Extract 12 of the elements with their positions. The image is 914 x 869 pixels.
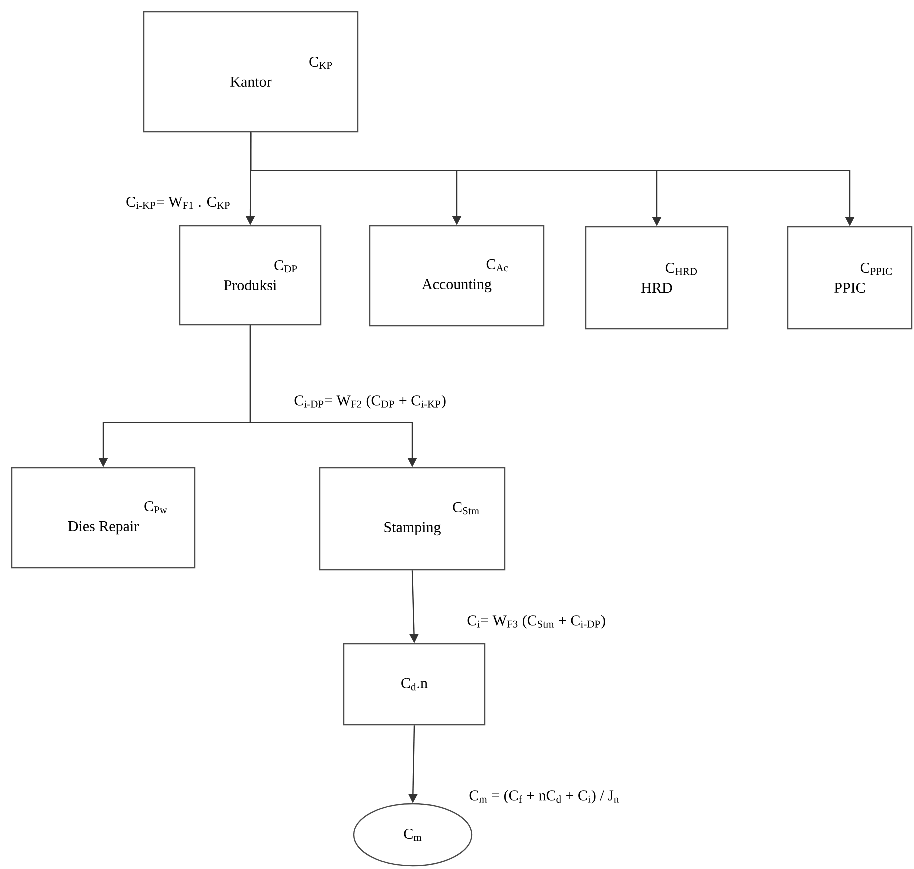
process-box: C$_{KP}$ Kantor [143,11,359,133]
edge-label: C$_{i}$= W$_{F3}$ (C$_{Stm}$ + C$_{i-DP}$) [466,614,608,630]
process-box: C$_{Stm}$ Stamping [319,467,506,571]
edge-label: C$_{i-DP}$= W$_{F2}$ (C$_{DP}$ + C$_{i-KP}$) [293,394,448,410]
process-box: C$_{PPIC}$ PPIC [787,226,913,330]
process-box: C$_{d}$.n [343,643,486,726]
process-box: C$_{Ac}$ Accounting [369,225,545,327]
edge-label: C$_{i-KP}$= W$_{F1}$ . C$_{KP}$ [125,196,232,210]
process-box: C$_{DP}$ Produksi [179,225,322,326]
process-box: C$_{Pw}$ Dies Repair [11,467,196,569]
edge-label: C$_{m}$ = (C$_{f}$ + nC$_{d}$ + C$_{i}$) / J$_{n}$ [468,789,621,805]
process-box: C$_{HRD}$ HRD [585,226,729,330]
